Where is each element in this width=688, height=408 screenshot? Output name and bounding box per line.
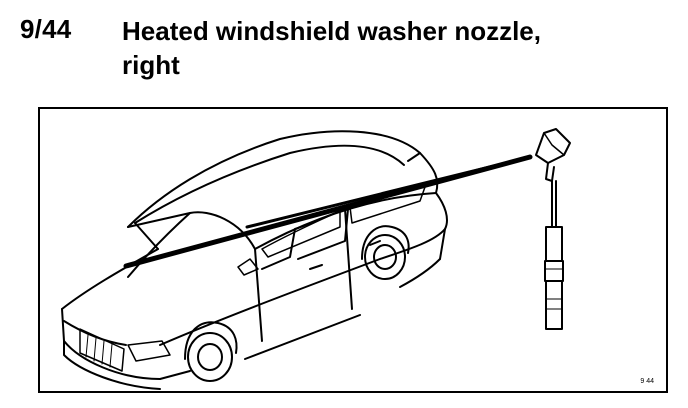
title-line-2: right — [122, 50, 180, 80]
car-illustration — [61, 128, 571, 390]
nozzle-detail — [535, 128, 571, 330]
car-drawing — [61, 130, 448, 390]
part-code: 9/44 — [20, 14, 72, 44]
page-title: Heated windshield washer nozzle, right — [122, 14, 682, 82]
figure-id-label: 9 44 — [640, 378, 654, 385]
illustration-frame: 9 44 — [38, 107, 668, 393]
page-header: 9/44 Heated windshield washer nozzle, ri… — [0, 0, 688, 90]
title-line-1: Heated windshield washer nozzle, — [122, 16, 541, 46]
